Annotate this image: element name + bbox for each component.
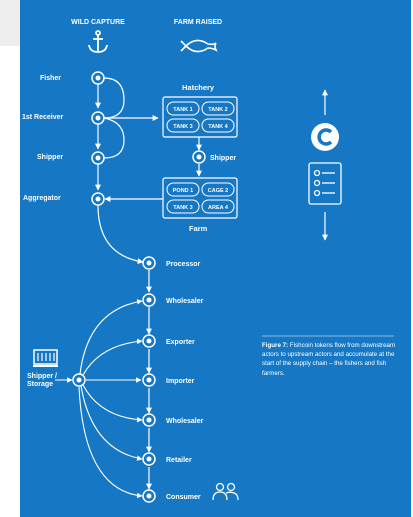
storage-label-line1: Shipper / — [27, 373, 57, 380]
consumer-label: Consumer — [166, 494, 201, 501]
token-list-icon — [308, 162, 342, 205]
node-fisher — [91, 71, 105, 85]
people-icon — [212, 482, 239, 501]
hatchery-box — [162, 96, 238, 138]
processor-label: Processor — [166, 261, 201, 268]
node-importer — [142, 373, 156, 387]
wild-capture-heading: WILD CAPTURE — [71, 19, 125, 26]
node-retailer — [142, 452, 156, 466]
fishcoin-logo-icon — [311, 123, 339, 151]
aggregator-label: Aggregator — [23, 195, 61, 202]
node-aggregator — [91, 192, 105, 206]
hatchery-tank-2-label: TANK 2 — [208, 107, 227, 113]
page-corner-strip — [0, 0, 20, 46]
exporter-label: Exporter — [166, 339, 195, 346]
farm-area-4-label: AREA 4 — [208, 205, 229, 211]
hatchery-tank-3: TANK 3 — [166, 118, 200, 133]
diagram-panel — [20, 0, 411, 517]
node-wholesaler-1 — [142, 293, 156, 307]
farm-box — [162, 177, 238, 219]
node-shipper-storage — [72, 373, 86, 387]
wild-chain-connectors — [95, 77, 159, 265]
fisher-label: Fisher — [40, 75, 61, 82]
first-receiver-label: 1st Receiver — [22, 114, 64, 121]
farm-area-4: AREA 4 — [201, 199, 235, 214]
node-consumer — [142, 489, 156, 503]
farm-raised-heading: FARM RAISED — [174, 19, 222, 26]
farm-title: Farm — [189, 224, 208, 233]
fish-icon — [180, 39, 218, 53]
node-wild-shipper — [91, 151, 105, 165]
hatchery-tank-1-label: TANK 1 — [173, 107, 192, 113]
node-processor — [142, 256, 156, 270]
hatchery-tank-2: TANK 2 — [201, 101, 235, 116]
caption-title: Figure 7: — [262, 342, 289, 349]
farm-cage-2-label: CAGE 2 — [208, 188, 228, 194]
importer-label: Importer — [166, 378, 195, 385]
farm-pond-1-label: POND 1 — [173, 188, 193, 194]
hatchery-tank-1: TANK 1 — [166, 101, 200, 116]
wholesaler-1-label: Wholesaler — [166, 298, 204, 305]
figure-caption: Figure 7: Fishcoin tokens flow from down… — [262, 341, 402, 378]
wild-shipper-label: Shipper — [37, 154, 63, 161]
node-hatchery-shipper — [192, 150, 206, 164]
hatchery-title: Hatchery — [182, 83, 215, 92]
caption-text: Fishcoin tokens flow from downstream act… — [262, 342, 396, 377]
farm-tank-3: TANK 3 — [166, 199, 200, 214]
hatchery-shipper-label: Shipper — [210, 155, 236, 162]
farm-cage-2: CAGE 2 — [201, 182, 235, 197]
node-wholesaler-2 — [142, 413, 156, 427]
farm-tank-3-label: TANK 3 — [173, 205, 192, 211]
retailer-label: Retailer — [166, 457, 192, 464]
hatchery-connectors — [104, 137, 202, 202]
storage-connectors — [55, 299, 143, 499]
node-exporter — [142, 334, 156, 348]
hatchery-tank-3-label: TANK 3 — [173, 124, 192, 130]
farm-pond-1: POND 1 — [166, 182, 200, 197]
storage-container-icon — [33, 349, 58, 367]
wholesaler-2-label: Wholesaler — [166, 418, 204, 425]
hatchery-tank-4: TANK 4 — [201, 118, 235, 133]
hatchery-tank-4-label: TANK 4 — [208, 124, 228, 130]
anchor-icon — [88, 30, 108, 53]
node-first-receiver — [91, 111, 105, 125]
storage-label-line2: Storage — [27, 381, 53, 388]
